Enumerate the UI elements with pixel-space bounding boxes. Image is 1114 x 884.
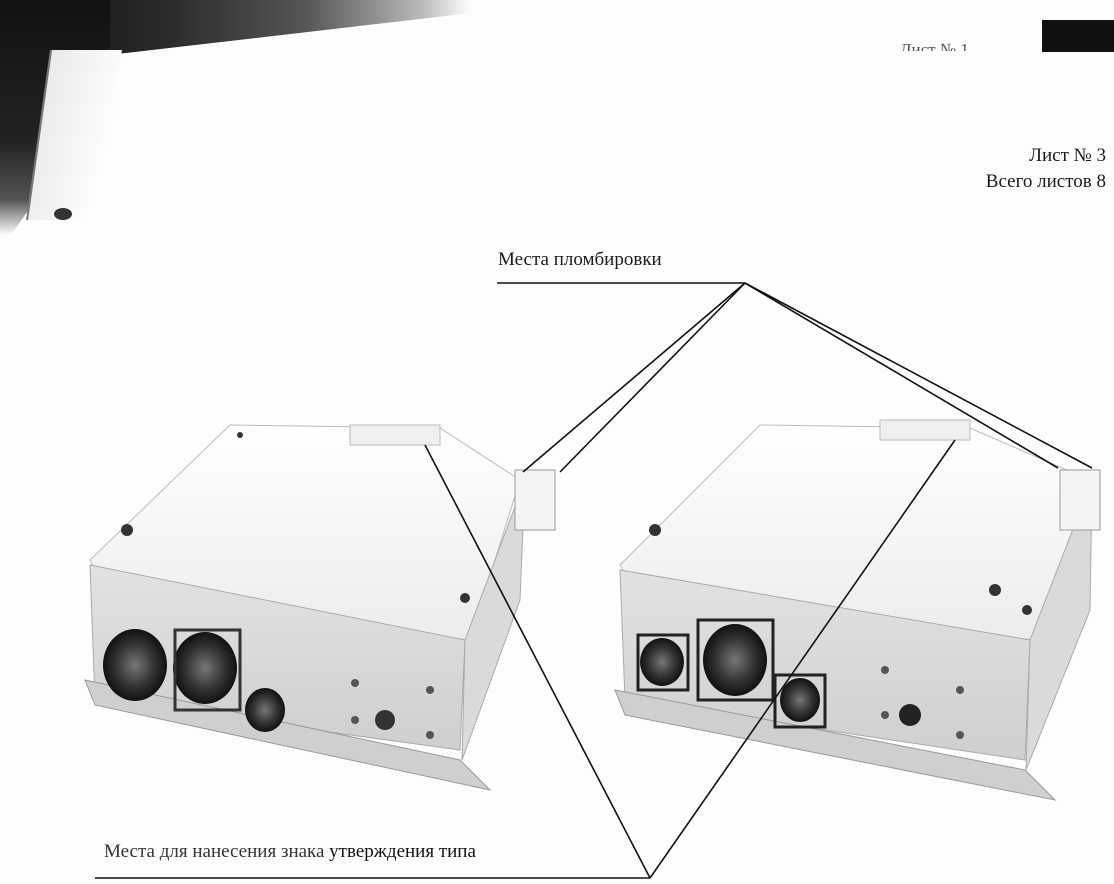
type-mark-places-label: Места для нанесения знака утверждения ти…	[104, 841, 476, 863]
seal-leader-2	[559, 282, 746, 473]
sheet-info: Лист № 3 Всего листов 8	[986, 143, 1106, 195]
type-mark-label-prefix: Места для нанесения знака	[104, 841, 330, 862]
type-mark-label-emphasis: утверждения типа	[329, 841, 476, 862]
seal-leader-4	[744, 282, 1093, 469]
faded-sheet-label: Лист № 1	[900, 40, 969, 59]
seal-leader-3	[744, 282, 1059, 469]
typemark-leader-left	[424, 444, 651, 879]
typemark-leader-right	[649, 439, 956, 879]
scan-hole-mark	[54, 208, 72, 220]
device-right-image	[614, 419, 1101, 801]
seal-places-label: Места пломбировки	[498, 249, 662, 270]
device-left-image	[84, 424, 556, 791]
redaction-block	[1042, 20, 1114, 52]
seal-leader-1	[522, 282, 746, 473]
total-sheets: Всего листов 8	[985, 171, 1106, 192]
seal-callout-lines	[497, 282, 1093, 473]
sheet-number: Лист № 3	[1029, 145, 1106, 166]
typemark-callout-lines	[95, 439, 956, 879]
